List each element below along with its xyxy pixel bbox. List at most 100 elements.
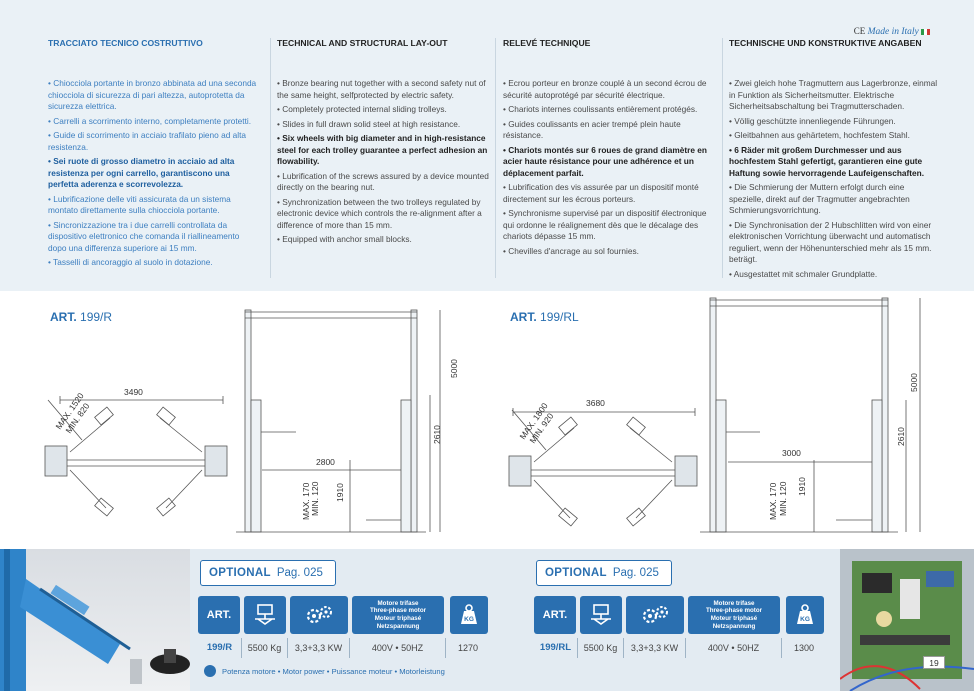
spec-bullet-text: • Tasselli di ancoraggio al suolo in dot… xyxy=(48,257,213,267)
spec-bullet-text: • Bronze bearing nut together with a sec… xyxy=(277,78,486,100)
column-items: • Chiocciola portante in bronzo abbinata… xyxy=(48,78,260,269)
column-german: TECHNISCHE UND KONSTRUKTIVE ANGABEN • Zw… xyxy=(729,38,941,283)
drawing-title-199r: ART. 199/R xyxy=(50,310,112,324)
motor-line: Netzspannung xyxy=(376,622,420,630)
spec-bullet: • Guide di scorrimento in acciaio trafil… xyxy=(48,130,260,153)
motor-line: Motore trifase xyxy=(377,599,419,607)
spec-bullet: • Chiocciola portante in bronzo abbinata… xyxy=(48,78,260,113)
motor-line: Netzspannung xyxy=(712,622,756,630)
dim-lift: 1910 xyxy=(335,483,345,502)
tile-art: ART. xyxy=(534,596,576,634)
control-board-photo xyxy=(840,549,974,691)
dim-under: 2610 xyxy=(896,427,906,446)
plan-view-199r xyxy=(44,396,228,517)
column-items: • Bronze bearing nut together with a sec… xyxy=(277,78,489,246)
spec-bullet: • Bronze bearing nut together with a sec… xyxy=(277,78,489,101)
ce-label: CE xyxy=(853,26,866,36)
column-english: TECHNICAL AND STRUCTURAL LAY-OUT • Bronz… xyxy=(277,38,489,249)
spec-bullet: • Synchronization between the two trolle… xyxy=(277,197,489,232)
spec-bullet-text: • Chariots montés sur 6 roues de grand d… xyxy=(503,144,707,178)
spec-bullet-text: • Chevilles d'ancrage au sol fournies. xyxy=(503,245,639,256)
spec-bullet: • Completely protected internal sliding … xyxy=(277,104,489,116)
spec-bullet: • Tasselli di ancoraggio al suolo in dot… xyxy=(48,257,260,269)
optional-label: OPTIONAL xyxy=(545,567,607,579)
spec-bullet: • Völlig geschützte innenliegende Führun… xyxy=(729,116,941,128)
spec-bullet: • Carrelli a scorrimento interno, comple… xyxy=(48,116,260,128)
dim-pad-max: MAX. 170 xyxy=(301,482,311,520)
spec-bullet: • Zwei gleich hohe Tragmuttern aus Lager… xyxy=(729,78,941,113)
spec-bullet-text: • Ausgestattet mit schmaler Grundplatte. xyxy=(729,268,878,279)
motor-line: Moteur triphasé xyxy=(374,615,422,622)
front-view-199r xyxy=(236,309,441,533)
weight-kg-icon: KG xyxy=(450,596,488,634)
dim-pad-min: MIN. 120 xyxy=(778,481,788,516)
ce-mark: CE Made in Italy xyxy=(854,26,930,37)
motor-line: Moteur triphasé xyxy=(710,615,758,622)
spec-weight: 1300 xyxy=(793,643,815,653)
column-items: • Ecrou porteur en bronze couplé à un se… xyxy=(503,78,715,257)
three-phase-motor-tile: Motore trifase Three-phase motor Moteur … xyxy=(688,596,780,634)
spec-row-199rl: 199/RL 5500 Kg 3,3+3,3 KW 400V • 50HZ 13… xyxy=(534,638,830,658)
spec-bullet-text: • Lubrification des vis assurée par un d… xyxy=(503,182,699,204)
column-italian: TRACCIATO TECNICO COSTRUTTIVO • Chioccio… xyxy=(48,38,260,272)
spec-bullet: • Ausgestattet mit schmaler Grundplatte. xyxy=(729,269,941,281)
motor-line: Three-phase motor xyxy=(369,607,427,615)
spec-bullet-text: • Die Synchronisation der 2 Hubschlitten… xyxy=(729,219,932,265)
spec-bullet-text: • Die Schmierung der Muttern erfolgt dur… xyxy=(729,182,910,215)
gear-icon xyxy=(290,596,348,634)
spec-bullet-text: • Sincronizzazione tra i due carrelli co… xyxy=(48,219,240,253)
gear-icon xyxy=(626,596,684,634)
spec-capacity: 5500 Kg xyxy=(578,638,624,658)
column-title: TECHNICAL AND STRUCTURAL LAY-OUT xyxy=(277,38,448,48)
spec-bullet-text: • Slides in full drawn solid steel at hi… xyxy=(277,118,461,129)
spec-code: 199/RL xyxy=(534,638,578,658)
dim-inner: 3000 xyxy=(782,448,801,458)
spec-bullet-text: • Chiocciola portante in bronzo abbinata… xyxy=(48,78,257,111)
spec-bullet: • Lubrificazione delle viti assicurata d… xyxy=(48,194,260,217)
spec-bullet: • Lubrification des vis assurée par un d… xyxy=(503,182,715,205)
capacity-scale-icon xyxy=(580,596,622,634)
dim-height: 5000 xyxy=(909,373,919,392)
spec-bullet: • Six wheels with big diameter and in hi… xyxy=(277,133,489,168)
spec-bullet-text: • Chariots internes coulissants entièrem… xyxy=(503,104,698,114)
spec-bullet: • Sei ruote di grosso diametro in acciai… xyxy=(48,156,260,191)
spec-bullet-text: • Ecrou porteur en bronze couplé à un se… xyxy=(503,78,707,100)
spec-bullet-text: • Gleitbahnen aus gehärtetem, hochfestem… xyxy=(729,130,910,140)
three-phase-motor-tile: Motore trifase Three-phase motor Moteur … xyxy=(352,596,444,634)
column-items: • Zwei gleich hohe Tragmuttern aus Lager… xyxy=(729,78,941,280)
page-number: 19 xyxy=(923,656,945,669)
spec-power: 3,3+3,3 KW xyxy=(624,638,686,658)
art-label: ART. xyxy=(510,310,537,324)
drawing-title-199rl: ART. 199/RL xyxy=(510,310,579,324)
dim-pad-min: MIN. 120 xyxy=(310,481,320,516)
spec-bullet: • Slides in full drawn solid steel at hi… xyxy=(277,119,489,131)
column-title: TRACCIATO TECNICO COSTRUTTIVO xyxy=(48,38,203,48)
spec-bullet: • Sincronizzazione tra i due carrelli co… xyxy=(48,220,260,255)
tile-art: ART. xyxy=(198,596,240,634)
dim-height: 5000 xyxy=(449,359,459,378)
art-model: 199/RL xyxy=(540,310,579,324)
column-divider xyxy=(270,38,271,278)
spec-bullet: • Guides coulissants en acier trempé ple… xyxy=(503,119,715,142)
spec-voltage: 400V • 50HZ xyxy=(686,638,782,658)
spec-bullet-text: • Sei ruote di grosso diametro in acciai… xyxy=(48,156,235,189)
spec-bullet-text: • Synchronization between the two trolle… xyxy=(277,196,482,230)
spec-bullet: • Die Synchronisation der 2 Hubschlitten… xyxy=(729,220,941,266)
capacity-scale-icon xyxy=(244,596,286,634)
optional-page-ref: Pag. 025 xyxy=(612,567,659,579)
spec-bullet: • 6 Räder mit großem Durchmesser und aus… xyxy=(729,145,941,180)
spec-bullet-text: • Carrelli a scorrimento interno, comple… xyxy=(48,115,252,126)
dim-pad-max: MAX. 170 xyxy=(768,482,778,520)
spec-row-199r: 199/R 5500 Kg 3,3+3,3 KW 400V • 50HZ 127… xyxy=(198,638,494,658)
art-label: ART. xyxy=(50,310,77,324)
spec-bullet-text: • Guides coulissants en acier trempé ple… xyxy=(503,118,681,141)
spec-bullet-text: • Zwei gleich hohe Tragmuttern aus Lager… xyxy=(729,78,938,111)
spec-bullet: • Gleitbahnen aus gehärtetem, hochfestem… xyxy=(729,130,941,142)
column-divider xyxy=(495,38,496,278)
dim-inner: 2800 xyxy=(316,457,335,467)
spec-bullet-text: • 6 Räder mit großem Durchmesser und aus… xyxy=(729,144,925,178)
spec-capacity: 5500 Kg xyxy=(242,638,288,658)
art-model: 199/R xyxy=(80,310,113,324)
column-title: TECHNISCHE UND KONSTRUKTIVE ANGABEN xyxy=(729,38,922,48)
